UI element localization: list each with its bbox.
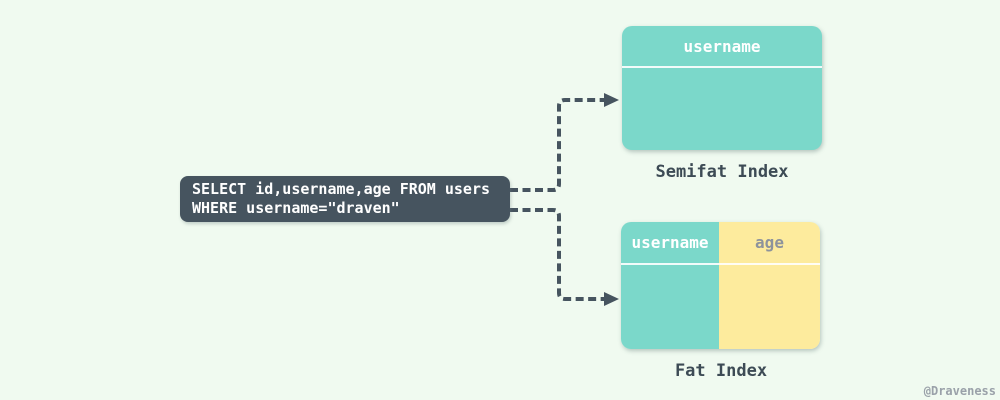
arrow-to-semifat-index [510, 98, 604, 192]
fat-header-username: username [621, 222, 719, 265]
arrowhead-semifat [604, 93, 619, 107]
sql-query-box: SELECT id,username,age FROM users WHERE … [180, 176, 510, 222]
sql-query-line-2: WHERE username="draven" [192, 199, 400, 217]
arrowhead-fat [604, 292, 619, 306]
fat-index-label: Fat Index [674, 361, 768, 381]
semifat-index-table: username [622, 26, 822, 150]
semifat-index-label: Semifat Index [655, 162, 789, 182]
semifat-header-username: username [622, 26, 822, 68]
arrow-to-fat-index [510, 208, 604, 301]
watermark: @Draveness [923, 384, 996, 398]
fat-column-username: username [621, 222, 719, 349]
sql-query-line-1: SELECT id,username,age FROM users [192, 180, 491, 198]
fat-column-age: age [719, 222, 820, 349]
fat-header-age: age [719, 222, 820, 265]
fat-index-table: username age [621, 222, 820, 349]
